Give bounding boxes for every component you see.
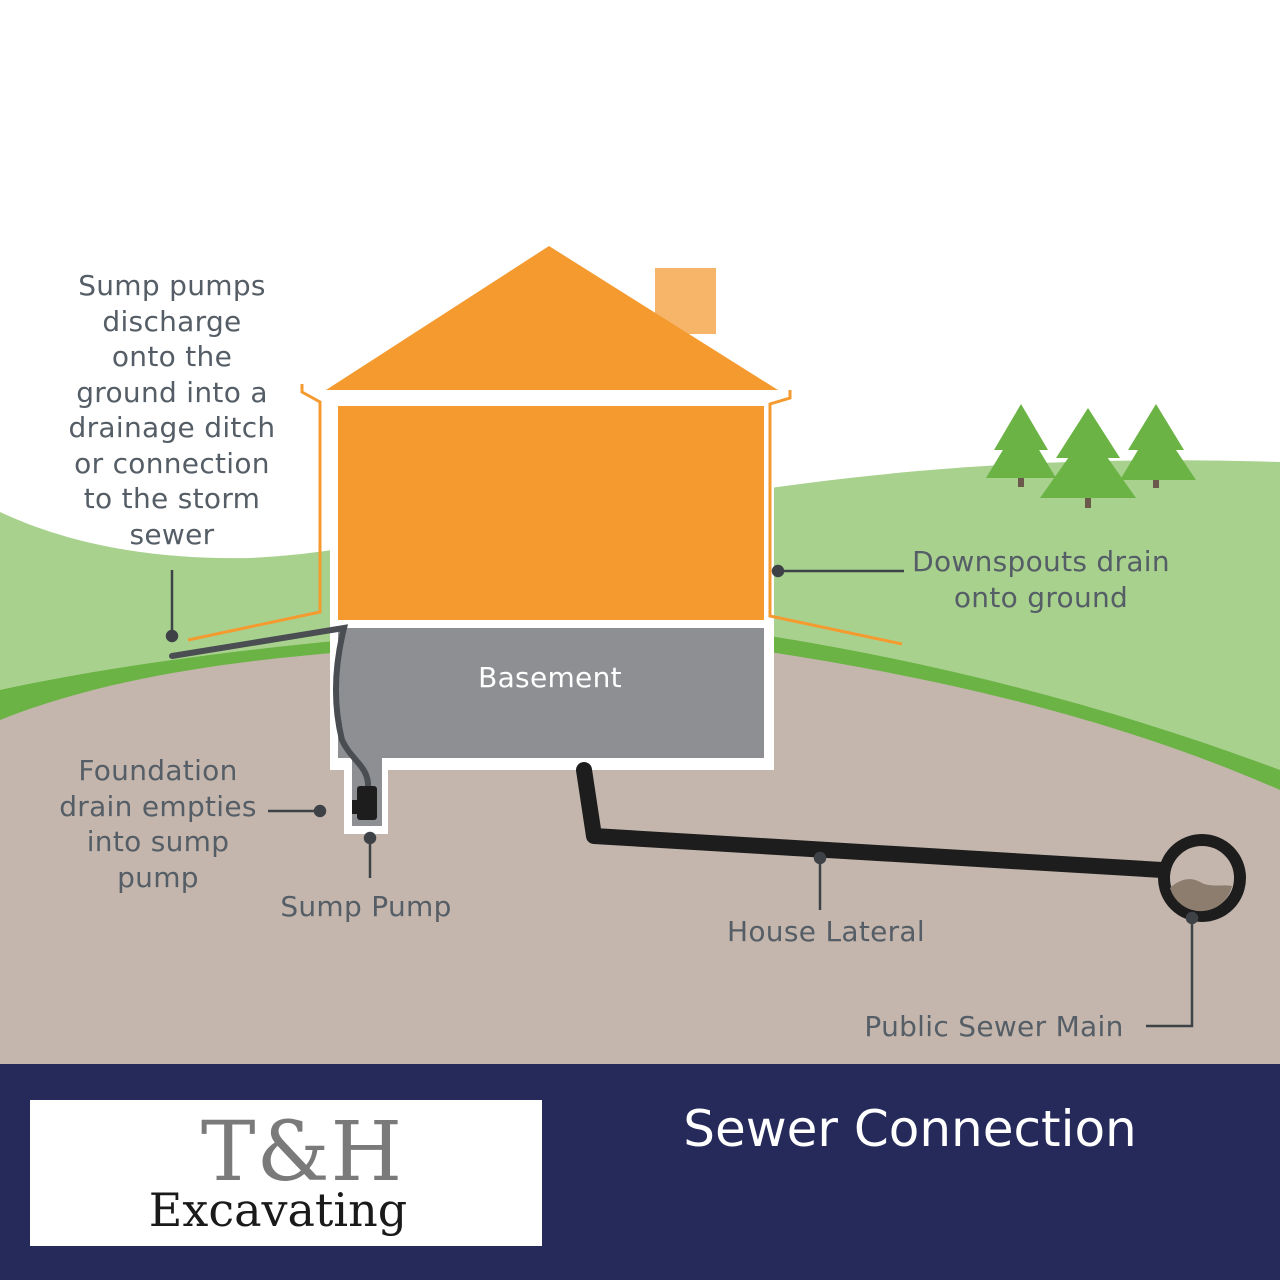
public-sewer-main xyxy=(1158,834,1246,922)
soil xyxy=(0,652,1280,1064)
sump-discharge-pipe xyxy=(169,624,372,793)
tree-icon xyxy=(1040,408,1136,508)
sump-pump xyxy=(352,786,377,820)
sewer-diagram: Sump pumps discharge onto the ground int… xyxy=(0,246,1280,1064)
tree-icon xyxy=(1120,404,1196,488)
basement xyxy=(338,628,764,758)
company-logo: T&H Excavating xyxy=(30,1100,542,1246)
label-sump-pump: Sump Pump xyxy=(280,890,452,923)
house-lateral-pipe xyxy=(576,762,1170,878)
logo-monogram: T&H xyxy=(200,1105,404,1200)
logo-wordmark: Excavating xyxy=(148,1183,408,1237)
label-public-sewer-main: Public Sewer Main xyxy=(864,1010,1124,1043)
label-sump-discharge: Sump pumps discharge onto the ground int… xyxy=(68,269,276,551)
house-body xyxy=(338,406,764,620)
downspout-right xyxy=(768,390,903,646)
downspout-left xyxy=(187,384,322,642)
label-house-lateral: House Lateral xyxy=(727,915,925,948)
roof xyxy=(326,246,778,390)
tree-icon xyxy=(986,404,1056,487)
label-basement: Basement xyxy=(478,661,622,694)
footer-banner: T&H Excavating Sewer Connection xyxy=(0,1064,1280,1280)
leader-lines xyxy=(165,564,1199,1028)
label-downspouts: Downspouts drain onto ground xyxy=(912,545,1170,614)
diagram-graphic xyxy=(0,246,1280,1064)
footer-title: Sewer Connection xyxy=(683,1100,1137,1158)
label-foundation-drain: Foundation drain empties into sump pump xyxy=(59,754,257,894)
